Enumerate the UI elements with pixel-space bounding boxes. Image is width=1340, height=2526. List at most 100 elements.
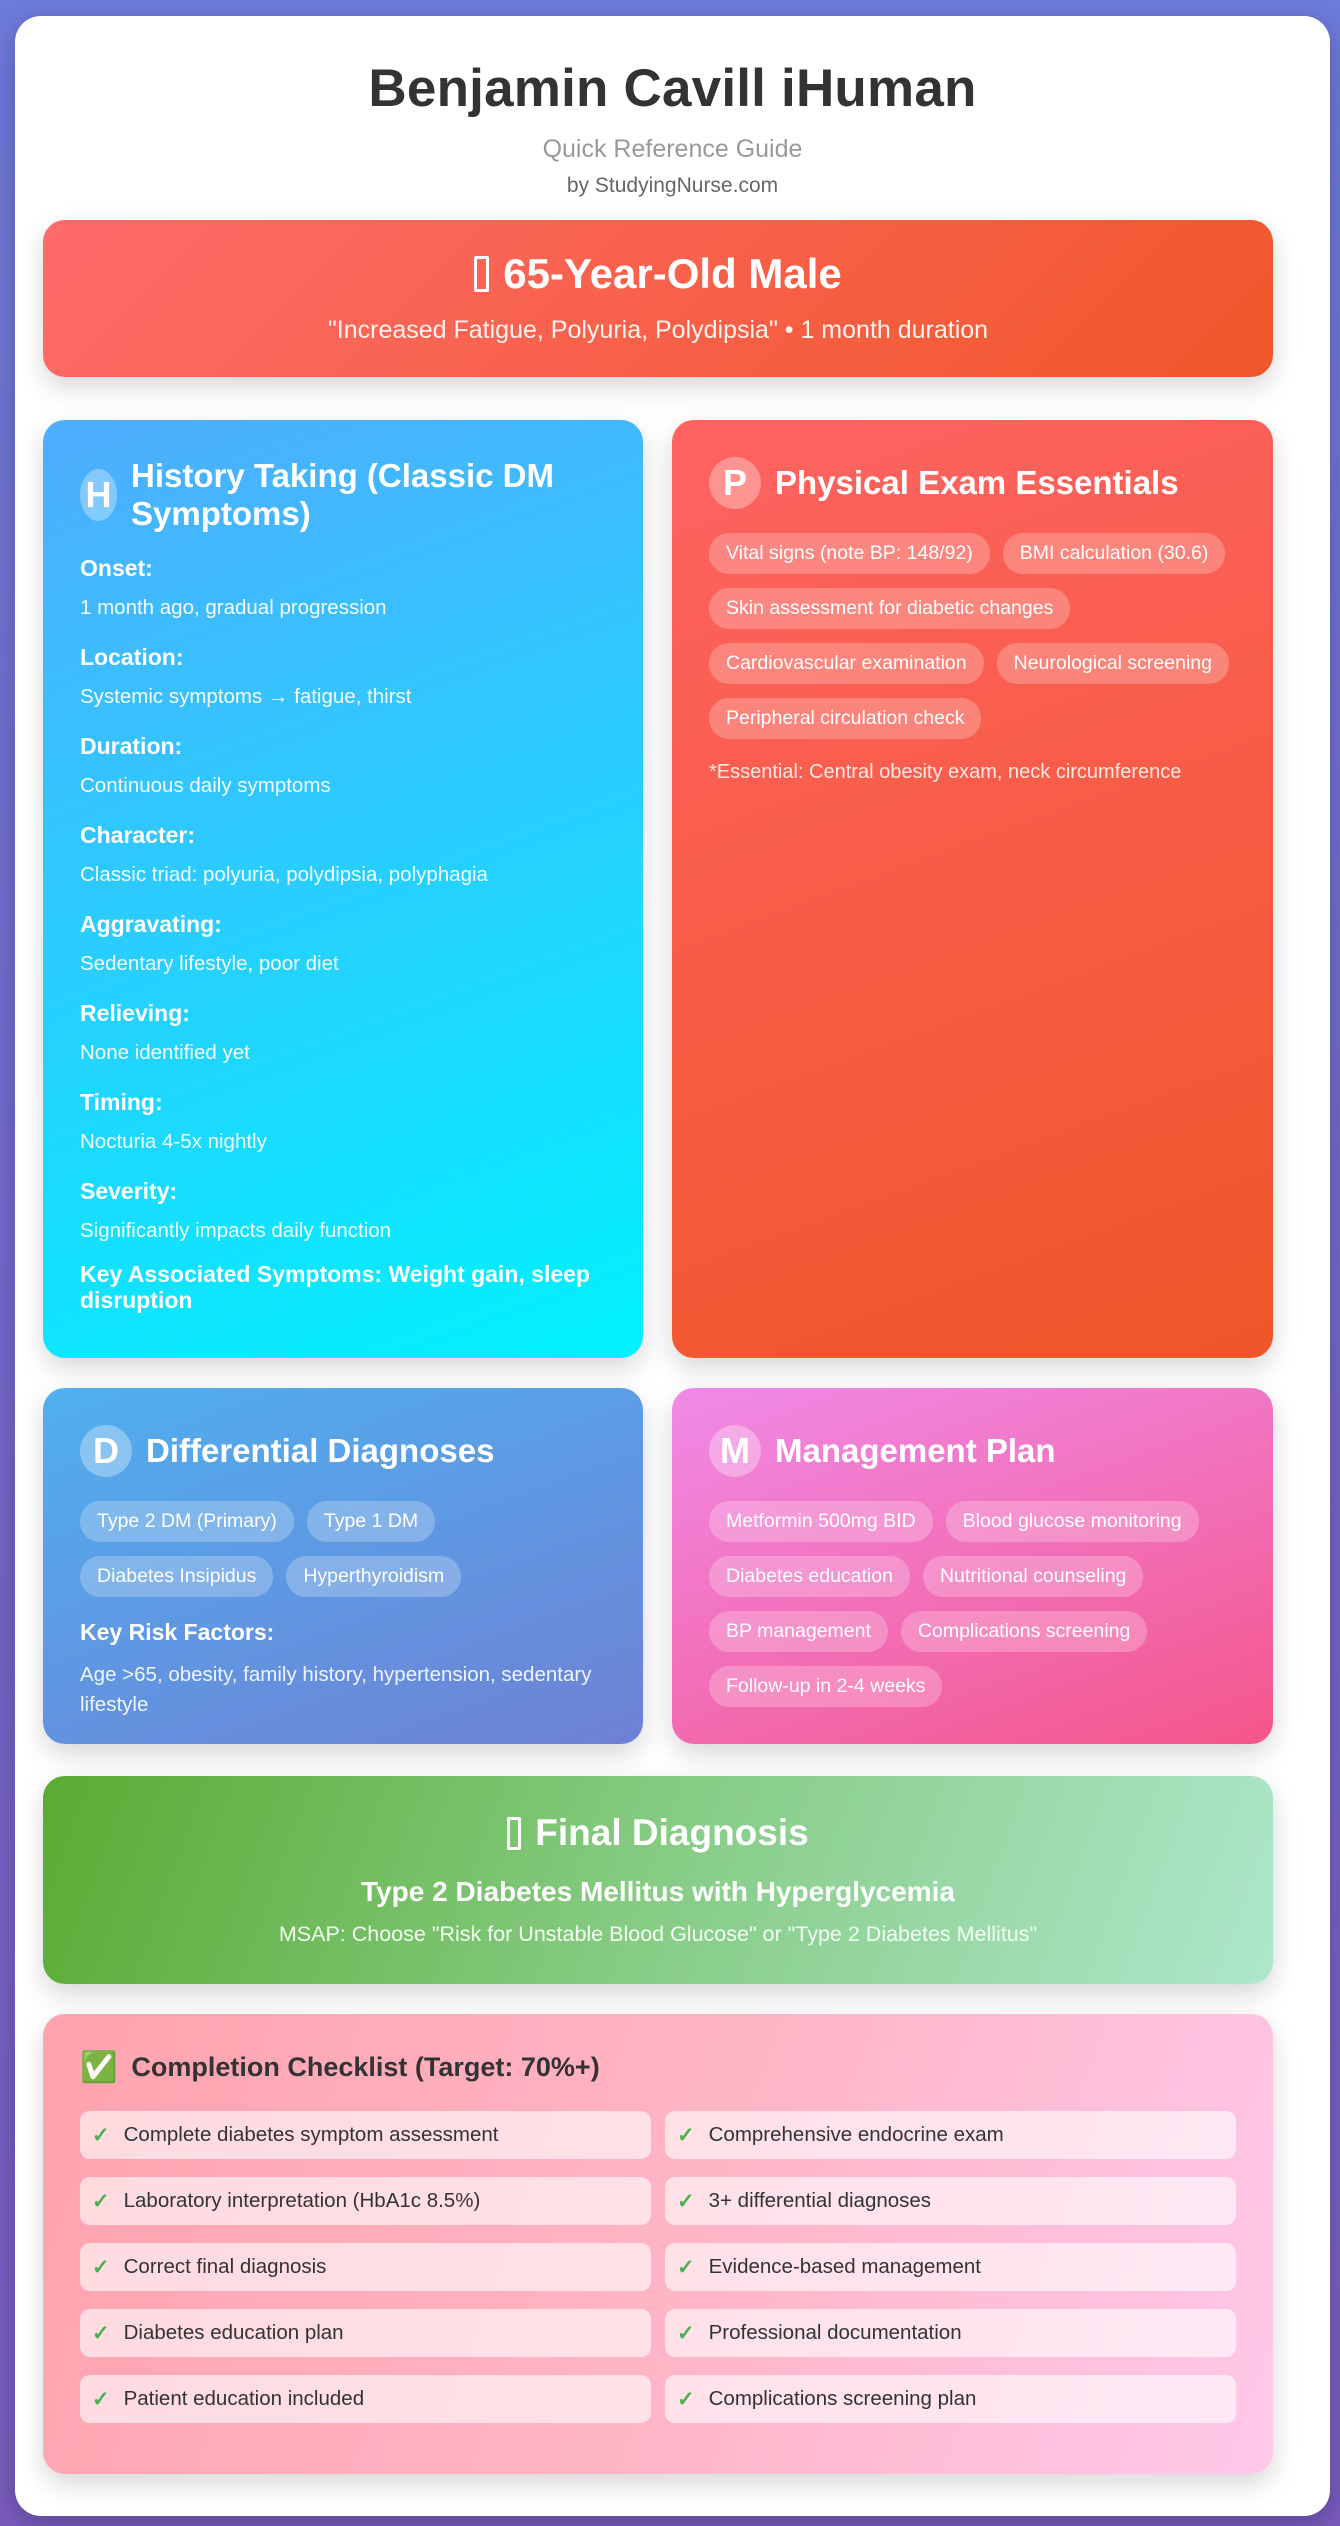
check-icon: ✓	[677, 2189, 695, 2213]
diagnosis-tag: Hyperthyroidism	[286, 1556, 462, 1597]
history-label: Onset:	[80, 554, 153, 581]
exam-tag: Skin assessment for diabetic changes	[709, 588, 1071, 629]
exam-tag: Neurological screening	[996, 643, 1229, 684]
history-value: Classic triad: polyuria, polydipsia, pol…	[80, 862, 488, 886]
chief-complaint: "Increased Fatigue, Polyuria, Polydipsia…	[327, 316, 989, 344]
check-icon: ✓	[677, 2255, 695, 2279]
page-header: Benjamin Cavill iHuman Quick Reference G…	[15, 16, 1330, 198]
page-subtitle: Quick Reference Guide	[542, 135, 803, 163]
checklist-item-label: Complete diabetes symptom assessment	[123, 2123, 499, 2146]
checklist-item: ✓ Laboratory interpretation (HbA1c 8.5%)	[80, 2177, 651, 2225]
checklist-item: ✓ Professional documentation	[665, 2309, 1236, 2357]
exam-tag: Vital signs (note BP: 148/92)	[709, 533, 990, 574]
check-icon: ✓	[92, 2255, 110, 2279]
history-value: Nocturia 4-5x nightly	[80, 1129, 267, 1153]
differential-tags: Type 2 DM (Primary) Type 1 DM Diabetes I…	[43, 1477, 643, 1597]
plan-tag: Complications screening	[900, 1611, 1148, 1652]
diagnosis-tag: Type 2 DM (Primary)	[80, 1501, 294, 1542]
patient-icon	[474, 256, 490, 292]
management-card: M Management Plan Metformin 500mg BID Bl…	[672, 1388, 1273, 1744]
plan-tag: Follow-up in 2-4 weeks	[709, 1666, 943, 1707]
checklist-item-label: Patient education included	[123, 2387, 365, 2410]
checklist-title: Completion Checklist (Target: 70%+)	[131, 2052, 600, 2082]
checklist-item-label: Diabetes education plan	[123, 2321, 344, 2344]
differential-title: Differential Diagnoses	[146, 1432, 495, 1470]
checklist-item: ✓ Complete diabetes symptom assessment	[80, 2111, 651, 2159]
physical-exam-card: P Physical Exam Essentials Vital signs (…	[672, 420, 1273, 1358]
checklist-item-label: Complications screening plan	[708, 2387, 977, 2410]
management-badge: M	[709, 1425, 761, 1477]
exam-tag: Cardiovascular examination	[709, 643, 984, 684]
risk-factors-label: Key Risk Factors:	[80, 1619, 275, 1645]
physical-title: Physical Exam Essentials	[775, 464, 1179, 502]
physical-badge: P	[709, 457, 761, 509]
checklist-item: ✓ Diabetes education plan	[80, 2309, 651, 2357]
final-diagnosis-banner: Final Diagnosis Type 2 Diabetes Mellitus…	[43, 1776, 1273, 1984]
history-value: Continuous daily symptoms	[80, 773, 331, 797]
check-icon: ✓	[92, 2123, 110, 2147]
checklist-item: ✓ Complications screening plan	[665, 2375, 1236, 2423]
check-icon: ✓	[677, 2123, 695, 2147]
history-label: Relieving:	[80, 999, 190, 1026]
final-title: Final Diagnosis	[535, 1812, 809, 1853]
diagnosis-icon	[507, 1816, 522, 1850]
checklist-item: ✓ Comprehensive endocrine exam	[665, 2111, 1236, 2159]
physical-note: *Essential: Central obesity exam, neck c…	[709, 761, 1182, 783]
management-title: Management Plan	[775, 1432, 1056, 1470]
checklist-item-label: 3+ differential diagnoses	[708, 2189, 932, 2212]
checklist-grid: ✓ Complete diabetes symptom assessment ✓ C…	[43, 2085, 1273, 2423]
history-label: Timing:	[80, 1088, 163, 1115]
history-badge: H	[80, 468, 117, 521]
history-label: Duration:	[80, 732, 183, 759]
msap-note: MSAP: Choose "Risk for Unstable Blood Gl…	[278, 1922, 1038, 1946]
checklist-item-label: Professional documentation	[708, 2321, 962, 2344]
history-value: None identified yet	[80, 1040, 250, 1064]
history-value: Significantly impacts daily function	[80, 1218, 392, 1242]
completion-checklist: ✅ Completion Checklist (Target: 70%+) ✓ C…	[43, 2014, 1273, 2474]
plan-tag: Diabetes education	[709, 1556, 910, 1597]
history-card: H History Taking (Classic DM Symptoms) O…	[43, 420, 643, 1358]
plan-tag: Metformin 500mg BID	[709, 1501, 933, 1542]
checklist-item-label: Evidence-based management	[708, 2255, 981, 2278]
differential-card: D Differential Diagnoses Type 2 DM (Prim…	[43, 1388, 643, 1744]
checklist-item-label: Correct final diagnosis	[123, 2255, 327, 2278]
plan-tag: BP management	[709, 1611, 888, 1652]
checklist-item-label: Comprehensive endocrine exam	[708, 2123, 1004, 2146]
exam-tag: BMI calculation (30.6)	[1002, 533, 1226, 574]
plan-tag: Blood glucose monitoring	[945, 1501, 1199, 1542]
check-icon: ✓	[677, 2387, 695, 2411]
byline: by StudyingNurse.com	[566, 174, 779, 197]
check-icon: ✓	[92, 2321, 110, 2345]
final-diagnosis: Type 2 Diabetes Mellitus with Hyperglyce…	[361, 1876, 955, 1907]
history-label: Aggravating:	[80, 910, 222, 937]
physical-tags: Vital signs (note BP: 148/92) BMI calcul…	[672, 509, 1273, 739]
history-value: Systemic symptoms → fatigue, thirst	[80, 684, 412, 708]
checklist-item: ✓ Evidence-based management	[665, 2243, 1236, 2291]
patient-banner: 65-Year-Old Male "Increased Fatigue, Pol…	[43, 220, 1273, 377]
checklist-item: ✓ 3+ differential diagnoses	[665, 2177, 1236, 2225]
page-title: Benjamin Cavill iHuman	[368, 59, 977, 118]
history-title: History Taking (Classic DM Symptoms)	[131, 457, 554, 532]
management-tags: Metformin 500mg BID Blood glucose monito…	[672, 1477, 1273, 1707]
history-value: 1 month ago, gradual progression	[80, 595, 387, 619]
history-label: Character:	[80, 821, 196, 848]
plan-tag: Nutritional counseling	[922, 1556, 1144, 1597]
checklist-icon: ✅	[80, 2051, 118, 2084]
differential-badge: D	[80, 1425, 132, 1477]
history-label: Severity:	[80, 1177, 178, 1204]
check-icon: ✓	[92, 2387, 110, 2411]
key-associated-symptoms: Key Associated Symptoms: Weight gain, sl…	[80, 1260, 590, 1314]
check-icon: ✓	[677, 2321, 695, 2345]
diagnosis-tag: Type 1 DM	[306, 1501, 436, 1542]
patient-title: 65-Year-Old Male	[503, 250, 842, 297]
history-label: Location:	[80, 643, 184, 670]
exam-tag: Peripheral circulation check	[709, 698, 982, 739]
checklist-item: ✓ Patient education included	[80, 2375, 651, 2423]
check-icon: ✓	[92, 2189, 110, 2213]
history-list: Onset: 1 month ago, gradual progression …	[43, 533, 643, 1314]
checklist-item-label: Laboratory interpretation (HbA1c 8.5%)	[123, 2189, 481, 2212]
diagnosis-tag: Diabetes Insipidus	[80, 1556, 274, 1597]
risk-factors-value: Age >65, obesity, family history, hypert…	[80, 1663, 592, 1716]
history-value: Sedentary lifestyle, poor diet	[80, 951, 339, 975]
checklist-item: ✓ Correct final diagnosis	[80, 2243, 651, 2291]
